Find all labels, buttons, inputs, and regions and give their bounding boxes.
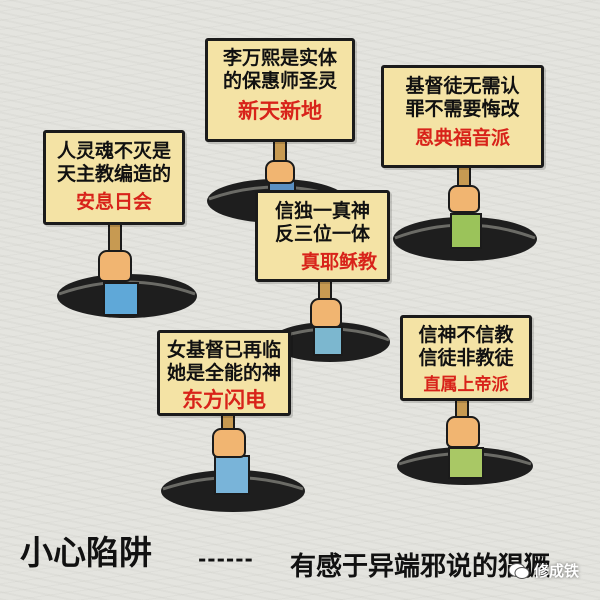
watermark-label: 修成铁	[534, 562, 580, 580]
sign-1-line-2: 的保惠师圣灵	[222, 70, 337, 92]
sleeve-2	[450, 213, 482, 249]
sign-4-line-2: 反三位一体	[274, 223, 370, 245]
sign-5-line-2: 她是全能的神	[166, 362, 281, 384]
sign-2-label: 恩典福音派	[414, 127, 510, 149]
footer-title: 小心陷阱	[20, 533, 152, 572]
sign-1: 李万熙是实体 的保惠师圣灵 新天新地	[205, 38, 355, 142]
sign-4-label: 真耶稣教	[300, 251, 377, 273]
footer-caption: 有感于异端邪说的猖獗	[290, 552, 551, 582]
sleeve-6	[448, 447, 484, 479]
watermark: 修成铁	[508, 560, 579, 581]
hand-2	[448, 185, 480, 213]
sign-2-line-1: 基督徒无需认	[405, 75, 520, 97]
sign-5-label: 东方闪电	[182, 388, 266, 412]
sign-6-line-2: 信徒非教徒	[418, 347, 514, 369]
sleeve-4	[313, 326, 343, 356]
footer-dashes: ------	[198, 547, 254, 571]
sign-2: 基督徒无需认 罪不需要悔改 恩典福音派	[381, 65, 544, 168]
sign-2-line-2: 罪不需要悔改	[405, 98, 520, 120]
sign-4: 信独一真神 反三位一体 真耶稣教	[255, 190, 390, 282]
hand-6	[446, 416, 480, 448]
hand-5	[212, 428, 246, 458]
sign-4-line-1: 信独一真神	[274, 200, 370, 222]
sign-6-label: 直属上帝派	[423, 375, 509, 395]
sign-6-line-1: 信神不信教	[418, 324, 514, 346]
sleeve-3	[103, 282, 139, 316]
wechat-icon	[508, 562, 530, 580]
sign-3-line-1: 人灵魂不灭是	[56, 140, 171, 162]
sign-5: 女基督已再临 她是全能的神 东方闪电	[157, 330, 291, 416]
hand-4	[310, 298, 342, 328]
sign-6: 信神不信教 信徒非教徒 直属上帝派	[400, 315, 532, 401]
sign-1-line-1: 李万熙是实体	[222, 47, 337, 69]
sign-3-label: 安息日会	[75, 191, 152, 213]
hand-3	[98, 250, 132, 282]
sign-3: 人灵魂不灭是 天主教编造的 安息日会	[43, 130, 185, 225]
sign-5-line-1: 女基督已再临	[166, 339, 281, 361]
sleeve-5	[214, 455, 250, 495]
sign-1-label: 新天新地	[238, 99, 322, 123]
hand-1	[265, 160, 295, 184]
sign-3-line-2: 天主教编造的	[56, 163, 171, 185]
